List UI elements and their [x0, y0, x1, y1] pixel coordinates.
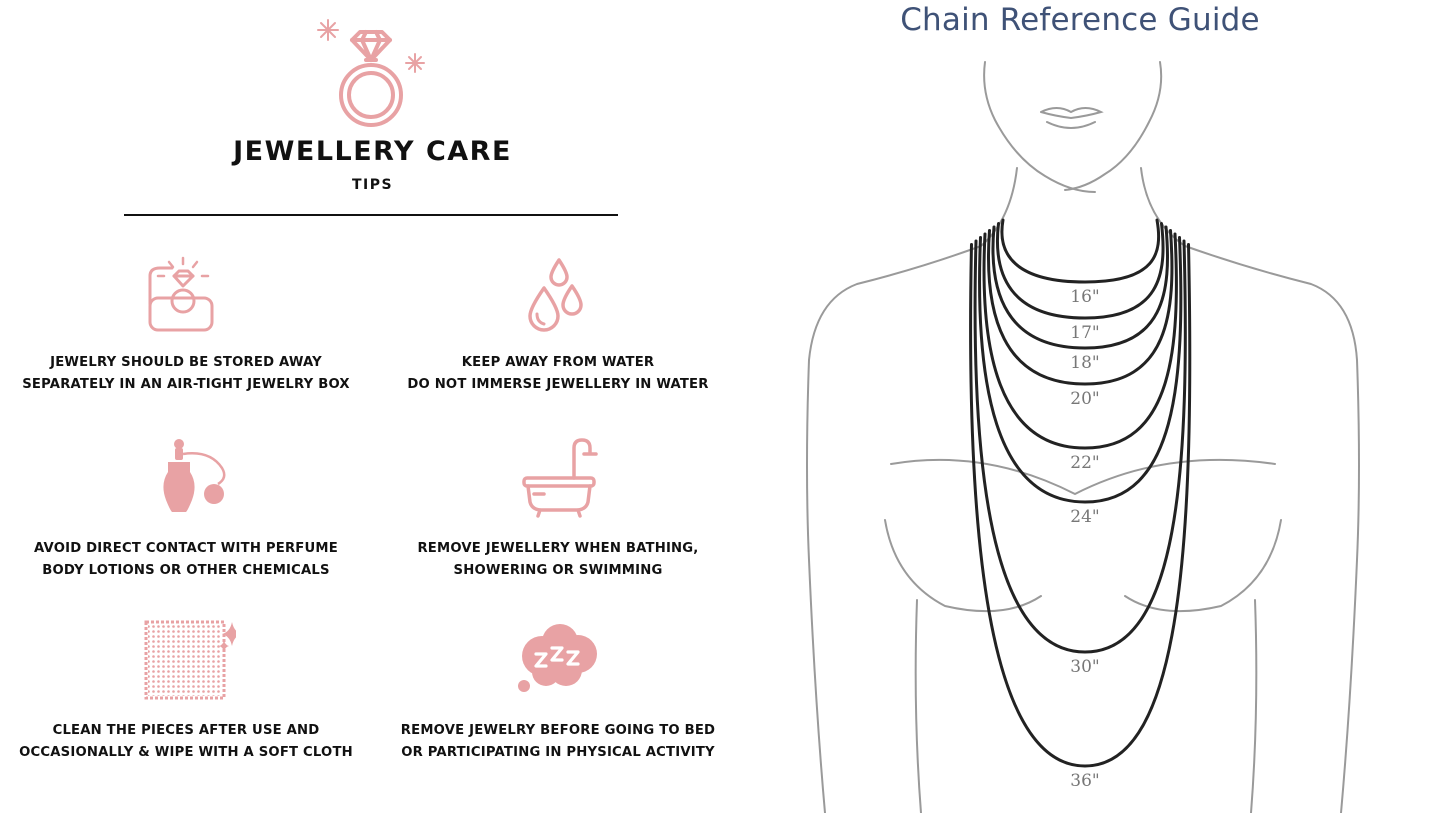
tip-line-1: JEWELRY SHOULD BE STORED AWAY	[50, 355, 322, 370]
chain-label-22: 22"	[1070, 453, 1099, 473]
chain-30	[973, 239, 1187, 654]
chain-16	[1000, 218, 1161, 284]
tip-remove-before-bed: REMOVE JEWELRY BEFORE GOING TO BED OR PA…	[372, 614, 744, 774]
tip-avoid-perfume: AVOID DIRECT CONTACT WITH PERFUME BODY L…	[0, 432, 372, 592]
diamond-ring-icon	[317, 19, 425, 127]
bathtub-icon	[522, 438, 598, 518]
tip-line-2: SHOWERING OR SWIMMING	[453, 563, 663, 578]
chain-reference-panel: Chain Reference Guide 16" 17" 18" 20" 22" 24"…	[745, 0, 1445, 813]
chain-label-17: 17"	[1070, 323, 1099, 343]
tip-line-1: REMOVE JEWELRY BEFORE GOING TO BED	[400, 723, 716, 738]
tip-text: REMOVE JEWELLERY WHEN BATHING, SHOWERING…	[372, 538, 744, 582]
guide-title: Chain Reference Guide	[900, 2, 1260, 38]
chain-label-36: 36"	[1070, 771, 1099, 791]
tip-line-1: KEEP AWAY FROM WATER	[461, 355, 655, 370]
title-divider	[124, 214, 618, 216]
chain-label-group: 16" 17" 18" 20" 22" 24" 30" 36"	[1070, 287, 1099, 791]
tip-line-1: CLEAN THE PIECES AFTER USE AND	[52, 723, 320, 738]
chain-20	[987, 229, 1174, 386]
tip-store-separately: JEWELRY SHOULD BE STORED AWAY SEPARATELY…	[0, 246, 372, 406]
chain-figure: 16" 17" 18" 20" 22" 24" 30" 36"	[806, 61, 1360, 813]
tip-text: KEEP AWAY FROM WATER DO NOT IMMERSE JEWE…	[372, 352, 744, 396]
tip-text: JEWELRY SHOULD BE STORED AWAY SEPARATELY…	[0, 352, 372, 396]
tip-line-2: SEPARATELY IN AN AIR-TIGHT JEWELRY BOX	[22, 377, 350, 392]
tip-text: AVOID DIRECT CONTACT WITH PERFUME BODY L…	[0, 538, 372, 582]
tip-line-2: OCCASIONALLY & WIPE WITH A SOFT CLOTH	[19, 745, 353, 760]
tip-line-1: REMOVE JEWELLERY WHEN BATHING,	[417, 541, 699, 556]
chain-label-16: 16"	[1070, 287, 1099, 307]
care-title: JEWELLERY CARE	[233, 136, 512, 167]
tip-remove-bathing: REMOVE JEWELLERY WHEN BATHING, SHOWERING…	[372, 432, 744, 592]
chain-17	[996, 222, 1165, 320]
chain-24	[978, 236, 1183, 504]
tip-line-2: OR PARTICIPATING IN PHYSICAL ACTIVITY	[401, 745, 715, 760]
jewellery-care-panel: JEWELLERY CARE TIPS JEWELRY SHOULD BE ST…	[0, 19, 744, 774]
tip-clean-pieces: CLEAN THE PIECES AFTER USE AND OCCASIONA…	[0, 614, 372, 774]
chain-label-18: 18"	[1070, 353, 1099, 373]
chain-group	[969, 218, 1192, 768]
chain-36	[969, 243, 1192, 768]
tip-text: CLEAN THE PIECES AFTER USE AND OCCASIONA…	[0, 720, 372, 764]
perfume-bottle-icon	[163, 439, 226, 512]
care-subtitle: TIPS	[351, 177, 394, 193]
chain-label-20: 20"	[1070, 389, 1099, 409]
tip-line-2: DO NOT IMMERSE JEWELLERY IN WATER	[407, 377, 709, 392]
water-drops-icon	[528, 258, 583, 332]
sleep-cloud-icon	[518, 624, 597, 692]
chain-label-24: 24"	[1070, 507, 1099, 527]
chain-label-30: 30"	[1070, 657, 1099, 677]
ring-box-icon	[148, 256, 214, 332]
chain-18	[991, 225, 1169, 350]
tip-line-1: AVOID DIRECT CONTACT WITH PERFUME	[34, 541, 338, 556]
cloth-icon	[144, 620, 236, 700]
tip-line-2: BODY LOTIONS OR OTHER CHEMICALS	[42, 563, 330, 578]
tip-keep-away-water: KEEP AWAY FROM WATER DO NOT IMMERSE JEWE…	[372, 246, 744, 406]
body-outline	[806, 61, 1360, 813]
tip-text: REMOVE JEWELRY BEFORE GOING TO BED OR PA…	[372, 720, 744, 764]
chain-22	[982, 232, 1178, 450]
